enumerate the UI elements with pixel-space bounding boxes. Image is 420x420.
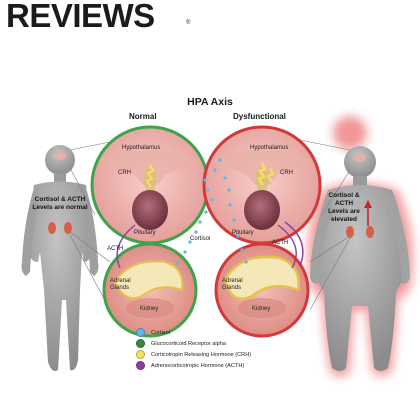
legend-label: Cortisol [151,329,170,336]
dysfunctional-adrenal-circle [214,242,310,338]
crh-swatch-icon [136,350,145,359]
cortisol-label: Cortisol [190,236,211,242]
legend: Cortisol Glucocorticoid Receptor alpha C… [136,327,296,371]
pituitary-label-right: Pituitary [232,230,254,236]
adrenal-label-right: Adrenal Glands [222,278,243,291]
legend-label: Adrenocorticotropic Hormone (ACTH) [151,362,245,369]
legend-label: Corticotropin Releasing Hormone (CRH) [151,351,252,358]
cortisol-flow-dots [176,158,248,264]
pituitary-label-left: Pituitary [134,230,156,236]
acth-flow-arrows [116,221,304,269]
elevated-arrow-icon [364,200,372,226]
kidney-label-left: Kidney [140,306,159,312]
callout-lines [69,139,351,311]
adrenal-label-left: Adrenal Glands [110,278,131,291]
cortisol-swatch-icon [136,328,145,337]
crh-label-left: CRH [118,170,131,176]
legend-label: Glucocorticoid Receptor alpha [151,340,226,347]
dysfunctional-body-figure [307,116,414,377]
legend-item: Cortisol [136,327,296,338]
elevated-levels-status: Cortisol & ACTH Levels are elevated [328,192,360,223]
kidney-label-right: Kidney [252,306,271,312]
legend-item: Adrenocorticotropic Hormone (ACTH) [136,360,296,371]
diagram-title: HPA Axis [187,96,233,108]
brand-wordmark: REVIEWS [6,0,155,34]
acth-swatch-icon [136,361,145,370]
acth-label-left: ACTH [107,246,124,252]
legend-item: Glucocorticoid Receptor alpha [136,338,296,349]
normal-levels-status: Cortisol & ACTH Levels are normal [32,196,88,211]
registered-mark: ® [186,20,191,26]
crh-label-right: CRH [280,170,293,176]
hypothalamus-label-right: Hypothalamus [250,145,289,151]
hypothalamus-label-left: Hypothalamus [122,145,161,151]
normal-adrenal-circle [102,242,198,338]
dysfunctional-heading: Dysfunctional [233,112,286,121]
normal-heading: Normal [129,112,157,121]
legend-item: Corticotropin Releasing Hormone (CRH) [136,349,296,360]
normal-body-figure [21,145,99,371]
acth-label-right: ACTH [272,240,289,246]
receptor-swatch-icon [136,339,145,348]
